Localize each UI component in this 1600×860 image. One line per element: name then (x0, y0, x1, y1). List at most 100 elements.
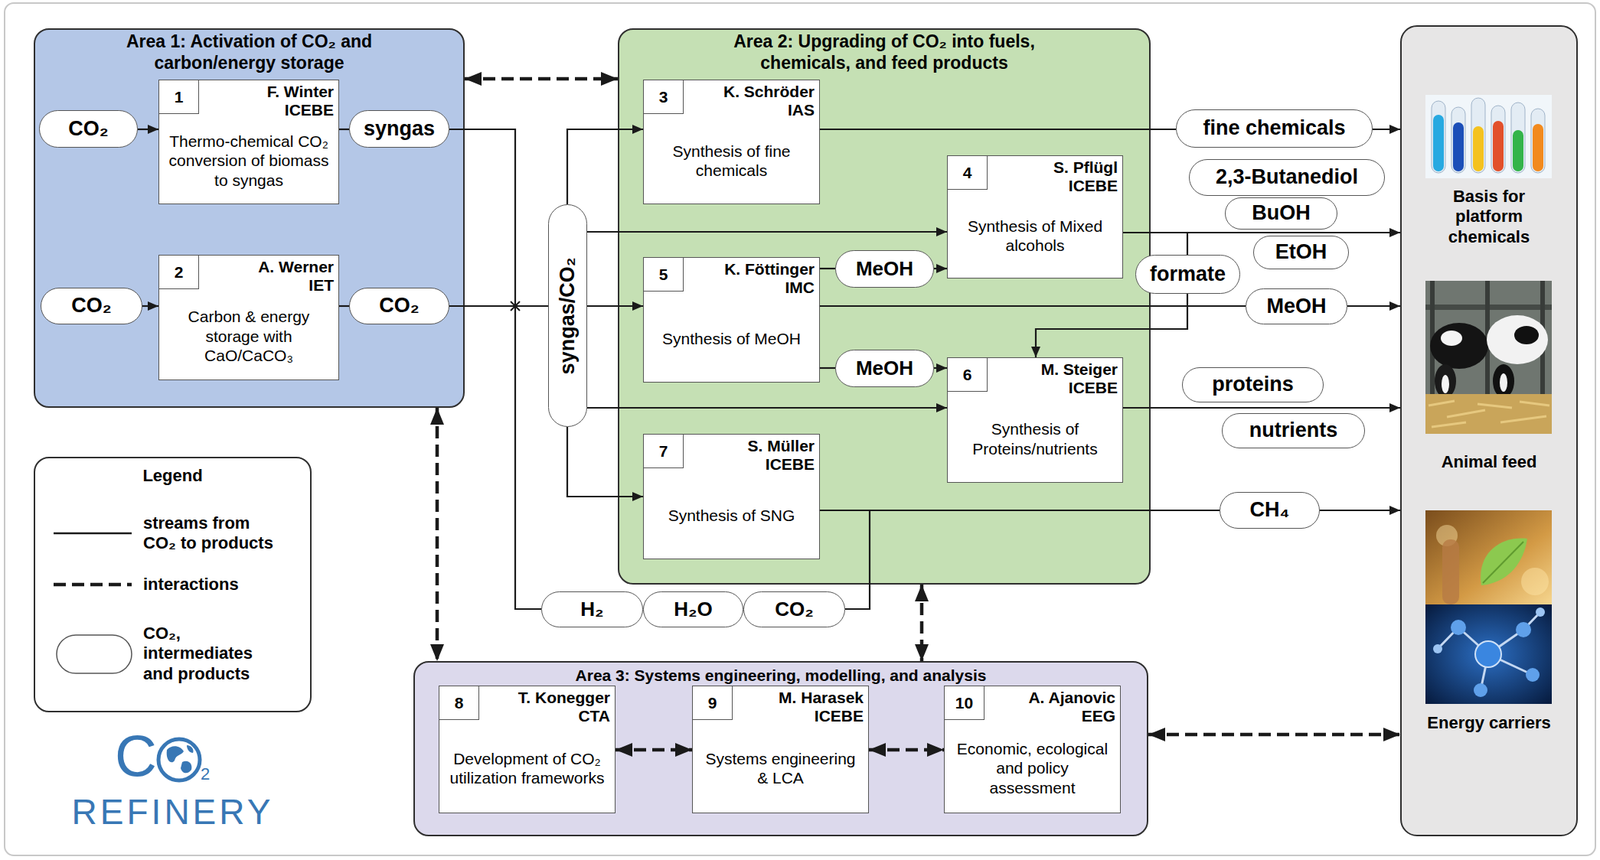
box-header: 7S. Müller ICEBE (643, 434, 820, 474)
interaction-arrow (435, 408, 440, 662)
process-box: 6M. Steiger ICEBESynthesis of Proteins/n… (946, 357, 1124, 484)
legend-text: CO₂, intermediates and products (143, 623, 288, 685)
straw-strands (1428, 401, 1550, 428)
stream-pill: proteins (1182, 367, 1324, 403)
box-header: 9M. Harasek ICEBE (692, 686, 869, 726)
box-label: Synthesis of Mixed alcohols (955, 216, 1115, 256)
box-label: Synthesis of MeOH (662, 329, 801, 350)
box-body: Synthesis of Proteins/nutrients (947, 397, 1123, 483)
box-number: 7 (643, 434, 684, 469)
pill-label: CO₂ (774, 598, 814, 621)
stream-line (587, 231, 947, 233)
box-label: Thermo-chemical CO₂ conversion of biomas… (166, 131, 331, 191)
stream-line (933, 267, 947, 270)
straw (1425, 394, 1552, 435)
tube-liquid (1512, 130, 1524, 172)
cow-body (1486, 315, 1548, 365)
logo-slot: 2 (200, 766, 210, 784)
pill-label: nutrients (1249, 419, 1339, 443)
box-number: 4 (947, 156, 988, 190)
stream-line (1123, 232, 1188, 255)
pill-label: BuOH (1251, 202, 1311, 226)
pill-label: CH₄ (1250, 499, 1290, 523)
stream-line (819, 267, 836, 270)
process-box: 8T. Konegger CTADevelopment of CO₂ utili… (438, 685, 616, 814)
barn-post (1540, 280, 1545, 396)
box-number: 9 (692, 686, 733, 721)
stream-line (339, 128, 350, 131)
stream-line (137, 128, 159, 131)
stream-line (587, 407, 947, 409)
process-box: 1 F. Winter ICEBE Thermo-chemical CO₂ conv… (158, 79, 340, 205)
stream-pill: MeOH (835, 349, 934, 388)
tube (1491, 105, 1506, 174)
stream-pill: CH₄ (1219, 492, 1320, 529)
hand (1442, 539, 1460, 605)
stream-pill: CO₂ (743, 591, 846, 628)
stream-line (819, 510, 870, 610)
box-author: M. Steiger ICEBE (1018, 358, 1123, 398)
legend-row: streams from CO₂ to products (143, 513, 288, 555)
box-author: F. Winter ICEBE (234, 80, 339, 120)
atom (1515, 622, 1532, 638)
logo-text: REFINERY (33, 793, 312, 833)
tube (1471, 97, 1486, 174)
atom (1535, 607, 1545, 618)
stream-line (587, 305, 644, 307)
logo-text: C (114, 727, 157, 786)
interaction-arrow (464, 77, 618, 82)
stream-pill: CO₂ (349, 287, 450, 325)
process-box: 7S. Müller ICEBESynthesis of SNG (643, 434, 820, 560)
molecule-bonds (1437, 612, 1541, 691)
category-label: Energy carriers (1408, 713, 1570, 734)
pill-label: MeOH (855, 257, 914, 281)
stream-pill: nutrients (1221, 413, 1365, 449)
process-box: 4S. Pflügl ICEBE Synthesis of Mixed alcoh… (946, 155, 1124, 279)
bokeh (1521, 568, 1549, 596)
atom (1433, 644, 1443, 654)
stream-pill: formate (1135, 254, 1241, 294)
stream-line (819, 128, 1176, 131)
tube (1431, 101, 1446, 174)
category-label: Basis for platform chemicals (1431, 186, 1547, 248)
legend-text: interactions (143, 574, 288, 595)
energy-photo (1425, 510, 1552, 705)
pill-label: 2,3-Butanediol (1215, 166, 1359, 190)
stream-line (449, 129, 549, 307)
barn-rail (1425, 304, 1552, 311)
interaction-arrow (868, 748, 944, 753)
box-header: 4S. Pflügl ICEBE (947, 156, 1123, 196)
box-body: Thermo-chemical CO₂ conversion of biomas… (159, 119, 339, 204)
box-header: 10A. Ajanovic EEG (944, 686, 1120, 726)
box-number: 8 (439, 686, 480, 721)
stream-line (1347, 305, 1401, 307)
box-label: Synthesis of Proteins/nutrients (955, 419, 1115, 459)
junction-marker (510, 301, 520, 311)
globe-land (166, 746, 184, 763)
cow-patch (1514, 326, 1539, 345)
pill-label: proteins (1211, 373, 1294, 397)
box-author: K. Schröder IAS (715, 80, 820, 120)
process-box: 9M. Harasek ICEBESystems engineering & L… (692, 685, 869, 814)
interaction-arrow (1148, 733, 1401, 738)
area-panel: Area 2: Upgrading of CO₂ into fuels, che… (617, 28, 1151, 585)
category-label: Animal feed (1412, 452, 1566, 473)
logo-globe (158, 739, 200, 781)
globe-land (180, 761, 192, 774)
legend-box: Legendstreams from CO₂ to productsintera… (33, 457, 312, 713)
pill-label: CO₂ (71, 294, 112, 318)
interaction-arrow (920, 584, 925, 662)
stream-pill-vertical: syngas/CO₂ (548, 204, 588, 428)
legend-samples (53, 533, 132, 674)
cow-body (1430, 323, 1489, 369)
stream-pill: CO₂ (39, 110, 138, 148)
stream-pill: 2,3-Butanediol (1188, 159, 1385, 196)
stream-pill: fine chemicals (1175, 109, 1373, 148)
stream-line (1035, 293, 1188, 358)
logo-slot: C (114, 727, 157, 786)
stream-line (449, 305, 549, 307)
pill-label: H₂ (580, 598, 604, 621)
barn-post (1430, 280, 1435, 396)
box-number: 1 (159, 80, 200, 115)
